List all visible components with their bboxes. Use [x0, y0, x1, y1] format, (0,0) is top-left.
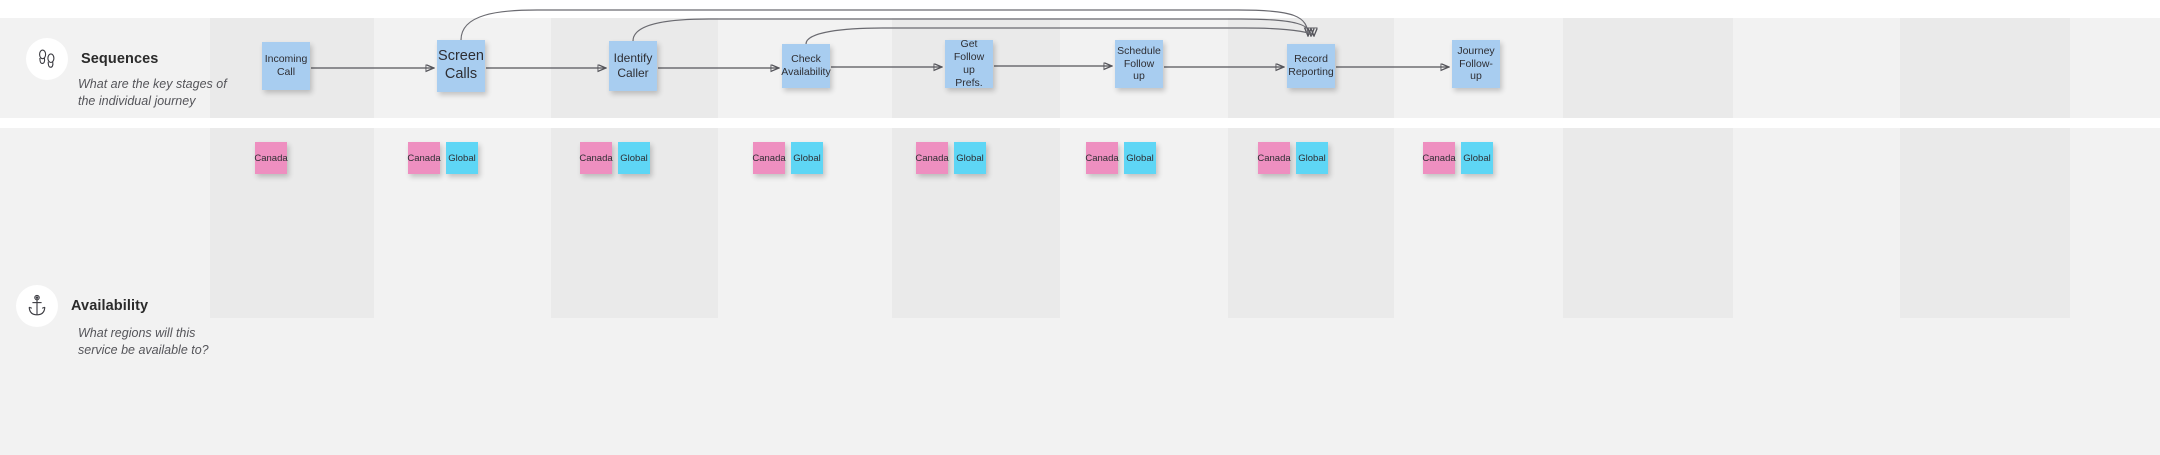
sticky-note-label: Canada: [254, 152, 288, 164]
sticky-note-label: Canada: [407, 152, 441, 164]
sticky-note-label: Global: [1298, 152, 1326, 164]
row-question: What are the key stages of the individua…: [78, 77, 227, 108]
row-question: What regions will this service be availa…: [78, 326, 209, 357]
sticky-note-label: Global: [793, 152, 821, 164]
row-title: Availability: [71, 298, 149, 314]
sticky-note-global[interactable]: Global: [954, 142, 986, 174]
sticky-note-label: Canada: [1085, 152, 1119, 164]
sticky-note-label: Global: [1463, 152, 1491, 164]
row-divider: [0, 118, 2160, 128]
sticky-note-canada[interactable]: Canada: [407, 142, 441, 174]
anchor-icon: [16, 285, 58, 327]
sticky-note-global[interactable]: Global: [1461, 142, 1493, 174]
sticky-note-global[interactable]: Global: [791, 142, 823, 174]
sticky-note-canada[interactable]: Canada: [1422, 142, 1456, 174]
sticky-note-global[interactable]: Global: [618, 142, 650, 174]
sticky-note-label: Global: [448, 152, 476, 164]
sticky-note-label: Global: [1126, 152, 1154, 164]
sticky-note-canada[interactable]: Canada: [752, 142, 786, 174]
sticky-note-label: Canada: [579, 152, 613, 164]
sticky-note-label: Global: [956, 152, 984, 164]
sticky-note-label: Canada: [915, 152, 949, 164]
footsteps-icon: [26, 38, 68, 80]
sticky-note-global[interactable]: Global: [446, 142, 478, 174]
sticky-note-canada[interactable]: Canada: [915, 142, 949, 174]
sticky-note-canada[interactable]: Canada: [1257, 142, 1291, 174]
sticky-note-global[interactable]: Global: [1124, 142, 1156, 174]
sticky-note-canada[interactable]: Canada: [1085, 142, 1119, 174]
sticky-note-label: Canada: [1257, 152, 1291, 164]
row-title: Sequences: [81, 51, 159, 67]
sticky-note-global[interactable]: Global: [1296, 142, 1328, 174]
sticky-note-label: Canada: [752, 152, 786, 164]
sticky-note-canada[interactable]: Canada: [254, 142, 288, 174]
sticky-note-canada[interactable]: Canada: [579, 142, 613, 174]
board-bottom-area: [0, 318, 2160, 455]
sticky-note-label: Global: [620, 152, 648, 164]
sticky-note-label: Canada: [1422, 152, 1456, 164]
